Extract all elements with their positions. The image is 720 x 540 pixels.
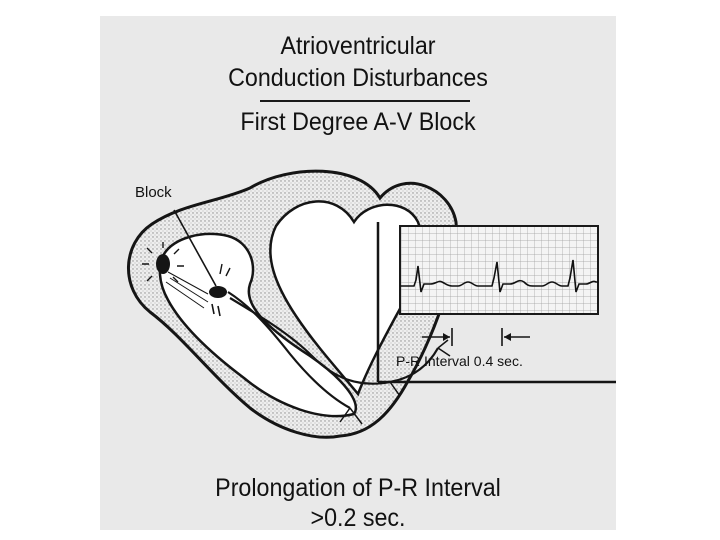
title-line-1: Atrioventricular (118, 32, 598, 61)
scanned-page: Atrioventricular Conduction Disturbances… (100, 16, 616, 530)
footer-line-1: Prolongation of P-R Interval (118, 474, 598, 503)
heart-ecg-diagram (100, 16, 616, 530)
title-divider (260, 100, 470, 102)
pr-interval-label: P-R Interval 0.4 sec. (396, 353, 523, 369)
block-label: Block (135, 184, 172, 201)
ecg-grid (400, 226, 598, 314)
footer-line-2: >0.2 sec. (118, 504, 598, 533)
title-line-2: Conduction Disturbances (118, 64, 598, 93)
pr-interval-markers (422, 328, 530, 346)
subtitle: First Degree A-V Block (118, 108, 598, 137)
